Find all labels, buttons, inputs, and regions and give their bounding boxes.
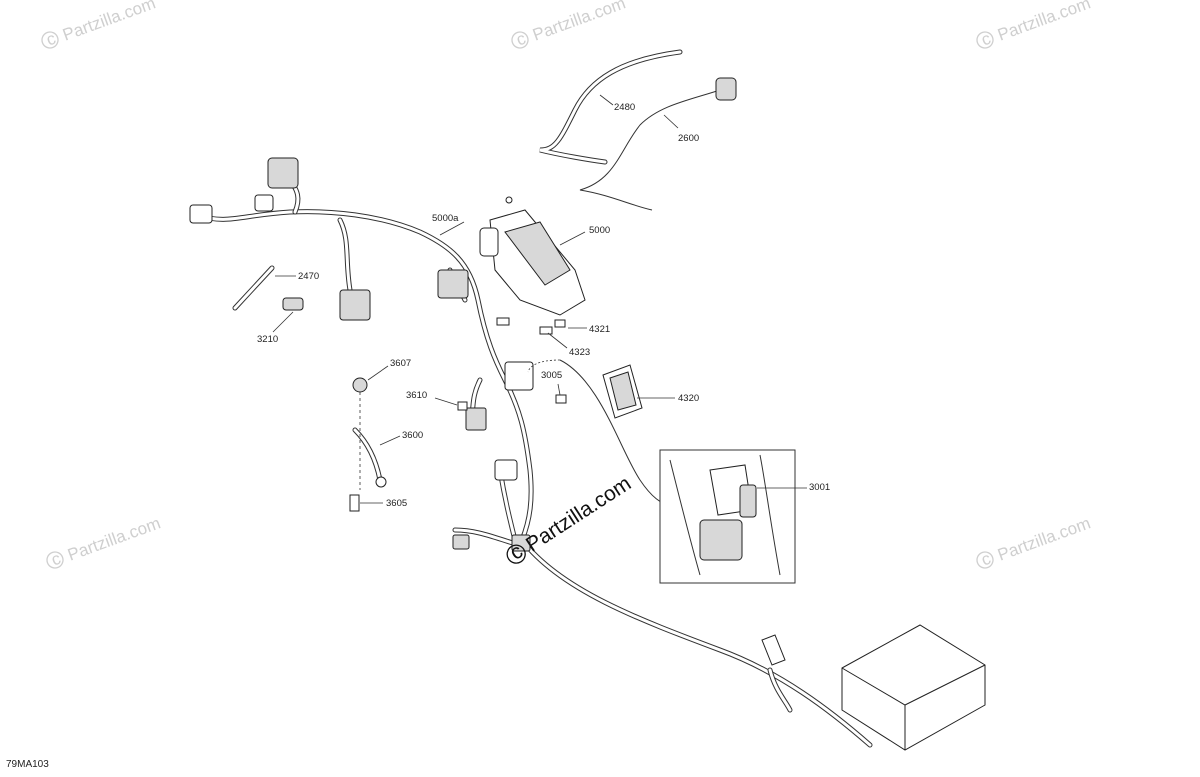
label-3005[interactable]: 3005 — [541, 370, 562, 381]
svg-text:Partzilla.com: Partzilla.com — [530, 0, 628, 45]
leader-lines — [272, 94, 807, 504]
svg-text:Partzilla.com: Partzilla.com — [60, 0, 158, 45]
part-3605-bolt — [349, 494, 360, 512]
part-3610-fitting — [457, 401, 468, 411]
label-3001[interactable]: 3001 — [809, 482, 830, 493]
label-5000a[interactable]: 5000a — [432, 213, 459, 224]
label-3600[interactable]: 3600 — [402, 430, 423, 441]
part-labels: 2480 2600 5000a 5000 2470 3210 4321 4323… — [257, 102, 830, 509]
part-3607-nut — [352, 377, 368, 393]
center-watermark: c Partzilla.com — [506, 472, 636, 565]
label-3605[interactable]: 3605 — [386, 498, 407, 509]
label-5000[interactable]: 5000 — [589, 225, 610, 236]
part-4321-4323-fittings — [496, 317, 566, 335]
part-2470-strap — [232, 265, 275, 311]
part-5000-ecu — [479, 196, 586, 316]
watermark-top-center: c Partzilla.com — [511, 0, 628, 49]
svg-text:Partzilla.com: Partzilla.com — [995, 513, 1093, 564]
label-4321[interactable]: 4321 — [589, 324, 610, 335]
watermark-bottom-left: c Partzilla.com — [46, 513, 163, 569]
part-3210-sensor — [282, 297, 304, 311]
svg-text:Partzilla.com: Partzilla.com — [522, 472, 635, 557]
harness-connectors — [189, 157, 534, 552]
diagram-code: 79MA103 — [6, 759, 49, 770]
part-4320-fuse-block — [602, 364, 643, 419]
label-3607[interactable]: 3607 — [390, 358, 411, 369]
reference-arrow — [527, 359, 561, 373]
watermark-bottom-right: c Partzilla.com — [976, 513, 1093, 569]
label-4323[interactable]: 4323 — [569, 347, 590, 358]
part-2480-hose — [539, 49, 683, 165]
svg-text:Partzilla.com: Partzilla.com — [995, 0, 1093, 45]
watermark-top-right: c Partzilla.com — [976, 0, 1093, 49]
label-2470[interactable]: 2470 — [298, 271, 319, 282]
watermark-top-left: c Partzilla.com — [41, 0, 158, 49]
part-3005-screw — [555, 394, 567, 404]
label-3610[interactable]: 3610 — [406, 390, 427, 401]
label-3210[interactable]: 3210 — [257, 334, 278, 345]
label-2480[interactable]: 2480 — [614, 102, 635, 113]
label-2600[interactable]: 2600 — [678, 133, 699, 144]
battery — [761, 624, 986, 751]
part-3600-ground-cable — [352, 427, 387, 488]
detail-box-3001 — [659, 449, 796, 584]
svg-text:Partzilla.com: Partzilla.com — [65, 513, 163, 564]
part-2600-sensor — [579, 77, 737, 211]
label-4320[interactable]: 4320 — [678, 393, 699, 404]
main-wiring-harness — [192, 172, 873, 748]
